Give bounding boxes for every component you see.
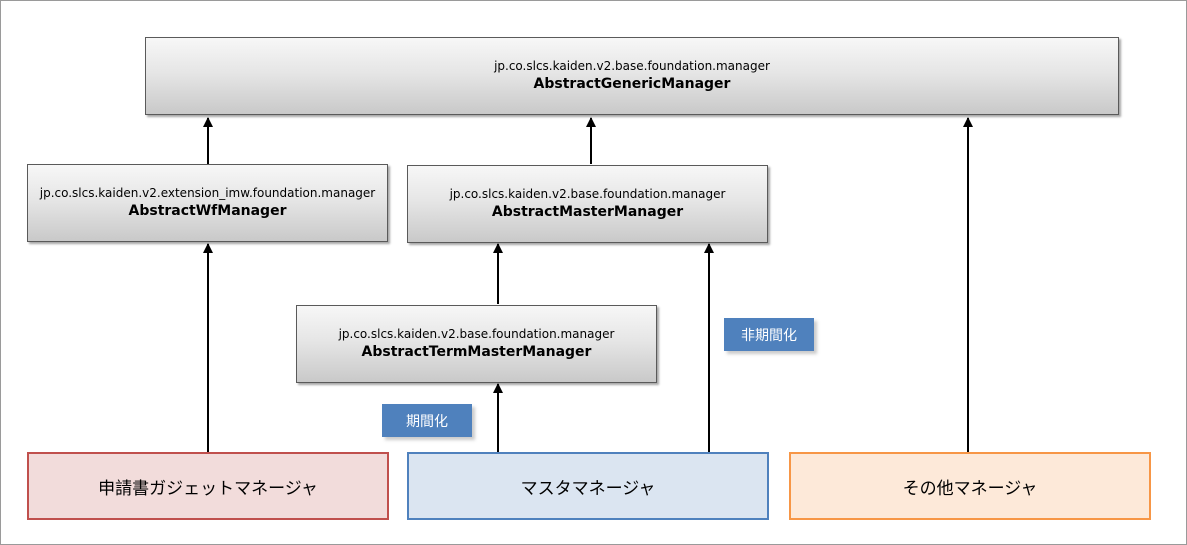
periodization-tag: 期間化 xyxy=(382,404,472,437)
abstract-wf-manager-box: jp.co.slcs.kaiden.v2.extension_imw.found… xyxy=(27,164,388,242)
abstract-generic-manager-box: jp.co.slcs.kaiden.v2.base.foundation.man… xyxy=(145,37,1119,115)
master-manager-box: マスタマネージャ xyxy=(407,452,769,520)
package-name: jp.co.slcs.kaiden.v2.base.foundation.man… xyxy=(449,187,726,201)
abstract-master-manager-box: jp.co.slcs.kaiden.v2.base.foundation.man… xyxy=(407,165,768,243)
application-gadget-manager-box: 申請書ガジェットマネージャ xyxy=(27,452,389,520)
class-name: AbstractWfManager xyxy=(128,203,287,219)
class-name: AbstractGenericManager xyxy=(533,76,731,92)
package-name: jp.co.slcs.kaiden.v2.extension_imw.found… xyxy=(39,186,376,200)
package-name: jp.co.slcs.kaiden.v2.base.foundation.man… xyxy=(494,59,770,73)
other-manager-box: その他マネージャ xyxy=(789,452,1151,520)
class-name: AbstractMasterManager xyxy=(491,204,684,220)
abstract-term-master-manager-box: jp.co.slcs.kaiden.v2.base.foundation.man… xyxy=(296,305,657,383)
package-name: jp.co.slcs.kaiden.v2.base.foundation.man… xyxy=(338,327,615,341)
non-periodization-tag: 非期間化 xyxy=(724,318,814,351)
class-name: AbstractTermMasterManager xyxy=(361,344,592,360)
